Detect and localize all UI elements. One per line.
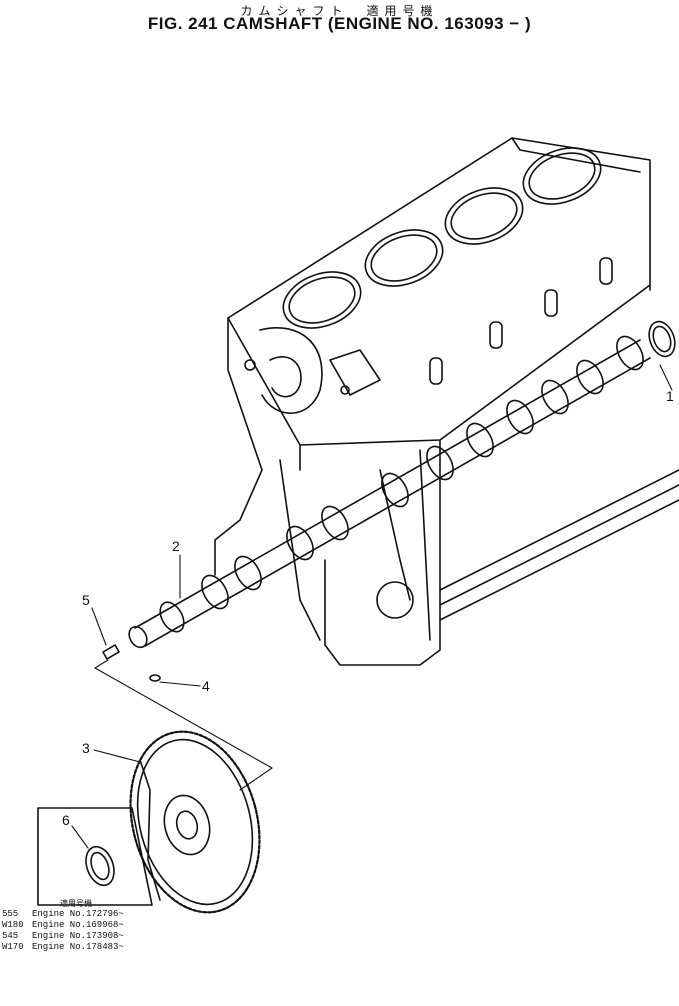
applicability-row: W170 Engine No.178483~	[2, 942, 124, 953]
label-cell: Engine No.	[32, 920, 87, 930]
number-cell: 178483~	[86, 942, 124, 952]
camshaft	[128, 335, 651, 649]
title-japanese: カムシャフト 適用号機	[240, 4, 439, 18]
callout-3: 3	[82, 740, 90, 756]
part-1-ring	[648, 320, 676, 358]
applicability-heading: 適用号機	[60, 899, 92, 908]
leader-lines	[71, 364, 673, 849]
model-cell: W180	[2, 920, 24, 930]
guide-lines	[94, 659, 273, 791]
figure-title: FIG. 241 CAMSHAFT (ENGINE NO. 163093 − )	[147, 14, 532, 33]
part-3-gear	[129, 730, 261, 914]
number-cell: 173908~	[86, 931, 124, 941]
part-4-key	[149, 674, 161, 682]
number-cell: 172796~	[86, 909, 124, 919]
label-cell: Engine No.	[32, 942, 87, 952]
callout-6: 6	[62, 812, 70, 828]
model-cell: 545	[2, 931, 19, 941]
applicability-row: W180 Engine No.169968~	[2, 920, 124, 931]
model-cell: 555	[2, 909, 19, 919]
callout-2: 2	[172, 538, 180, 554]
part-5-bolt	[102, 644, 120, 660]
number-cell: 169968~	[86, 920, 124, 930]
applicability-row: 545 Engine No.173908~	[2, 931, 124, 942]
model-cell: W170	[2, 942, 24, 952]
applicability-row: 555 Engine No.172796~	[2, 909, 124, 920]
label-cell: Engine No.	[32, 931, 87, 941]
callout-5: 5	[82, 592, 90, 608]
engine-block	[214, 137, 679, 666]
label-cell: Engine No.	[32, 909, 87, 919]
callout-4: 4	[202, 678, 210, 694]
part-6-box	[37, 807, 153, 906]
callout-1: 1	[666, 388, 674, 404]
